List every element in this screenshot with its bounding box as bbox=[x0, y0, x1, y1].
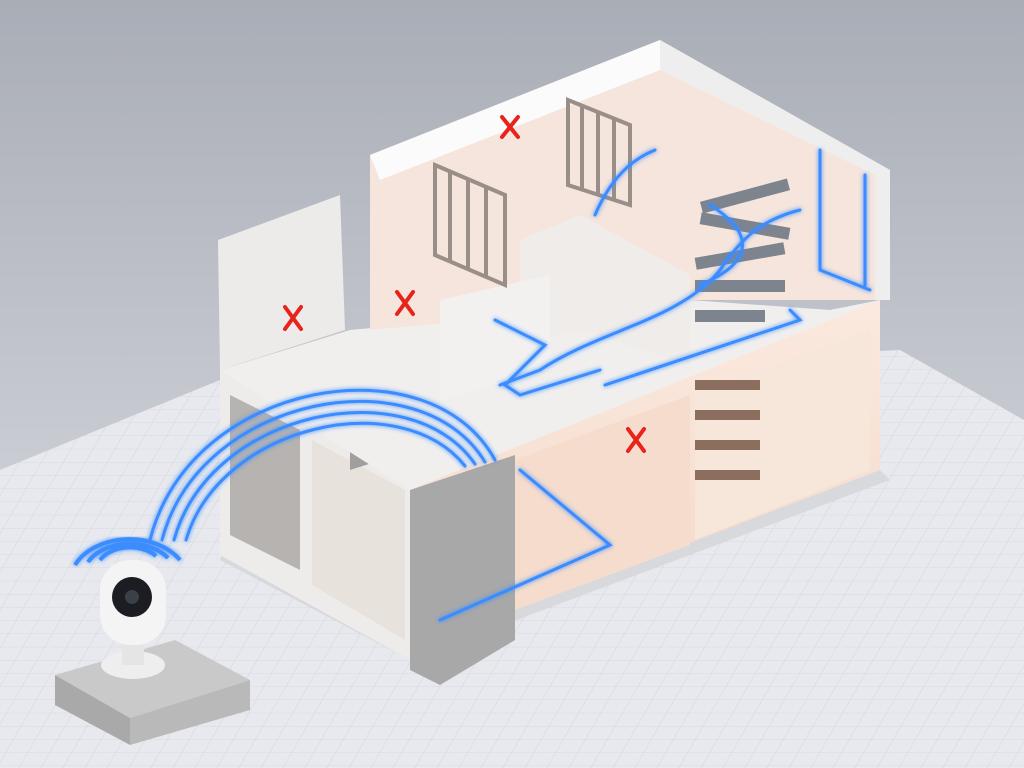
upper-main-front bbox=[370, 40, 660, 180]
ground-room-mid bbox=[312, 440, 405, 640]
ground-room-1 bbox=[515, 395, 690, 610]
dead-zone-x-icon bbox=[626, 427, 646, 453]
dead-zone-x-icon bbox=[283, 305, 303, 331]
dead-zone-x-icon bbox=[395, 290, 415, 316]
dead-zone-x-icon bbox=[500, 115, 520, 139]
upper-right-wall bbox=[660, 40, 890, 300]
upper-left-wall bbox=[218, 195, 345, 370]
spiral-staircase bbox=[694, 178, 791, 480]
dead-zone-x-icons bbox=[283, 115, 646, 453]
baby-camera-icon bbox=[100, 560, 166, 679]
wifi-signal-paths bbox=[148, 148, 872, 622]
wall-stud-frames bbox=[433, 97, 632, 289]
concrete-pillar-front bbox=[410, 455, 515, 685]
camera-pedestal bbox=[55, 640, 250, 745]
wifi-signal-icon bbox=[73, 537, 182, 567]
interior-partition bbox=[520, 215, 690, 365]
